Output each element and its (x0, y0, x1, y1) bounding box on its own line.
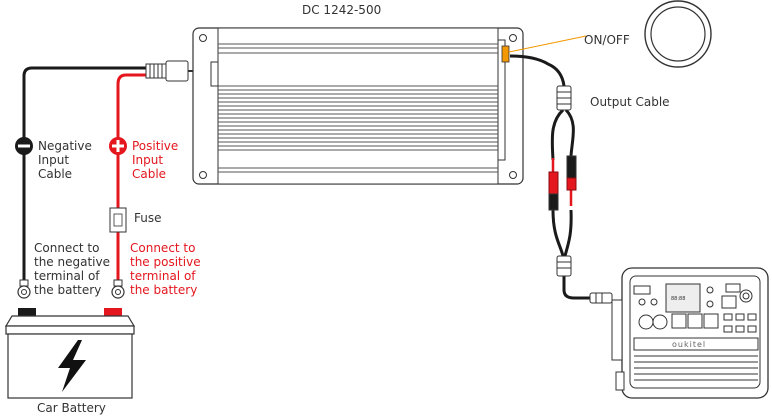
output-cable (509, 54, 590, 300)
output-red-leads (551, 158, 573, 206)
charger-model-label: DC 1242-500 (302, 3, 381, 17)
positive-ring-terminal (111, 279, 125, 299)
plus-icon (109, 137, 127, 155)
power-switch-icon (644, 0, 712, 68)
negative-input-cable (22, 66, 148, 282)
station-display (665, 283, 701, 313)
svg-text:88:88: 88:88 (671, 296, 685, 302)
svg-text:oukitel: oukitel (672, 340, 706, 349)
output-cable-label: Output Cable (590, 95, 670, 109)
positive-input-cable (116, 73, 150, 282)
lightning-icon (58, 340, 86, 392)
fuse-label: Fuse (134, 211, 162, 225)
output-connectors (548, 85, 613, 304)
input-plug (145, 60, 193, 82)
negative-input-label: Negative Input Cable (38, 139, 96, 181)
on-off-label: ON/OFF (584, 33, 630, 47)
connect-positive-label: Connect to the positive terminal of the … (130, 241, 204, 297)
dc-charger (192, 27, 524, 185)
negative-ring-terminal (17, 279, 31, 299)
power-station: 88:88 oukitel (611, 267, 769, 399)
fuse-icon (109, 207, 127, 233)
minus-icon (15, 137, 33, 155)
connect-negative-label: Connect to the negative terminal of the … (34, 241, 114, 297)
car-battery (4, 308, 136, 399)
car-battery-label: Car Battery (37, 401, 106, 415)
positive-input-label: Positive Input Cable (132, 139, 182, 181)
charger-switch (501, 45, 510, 63)
